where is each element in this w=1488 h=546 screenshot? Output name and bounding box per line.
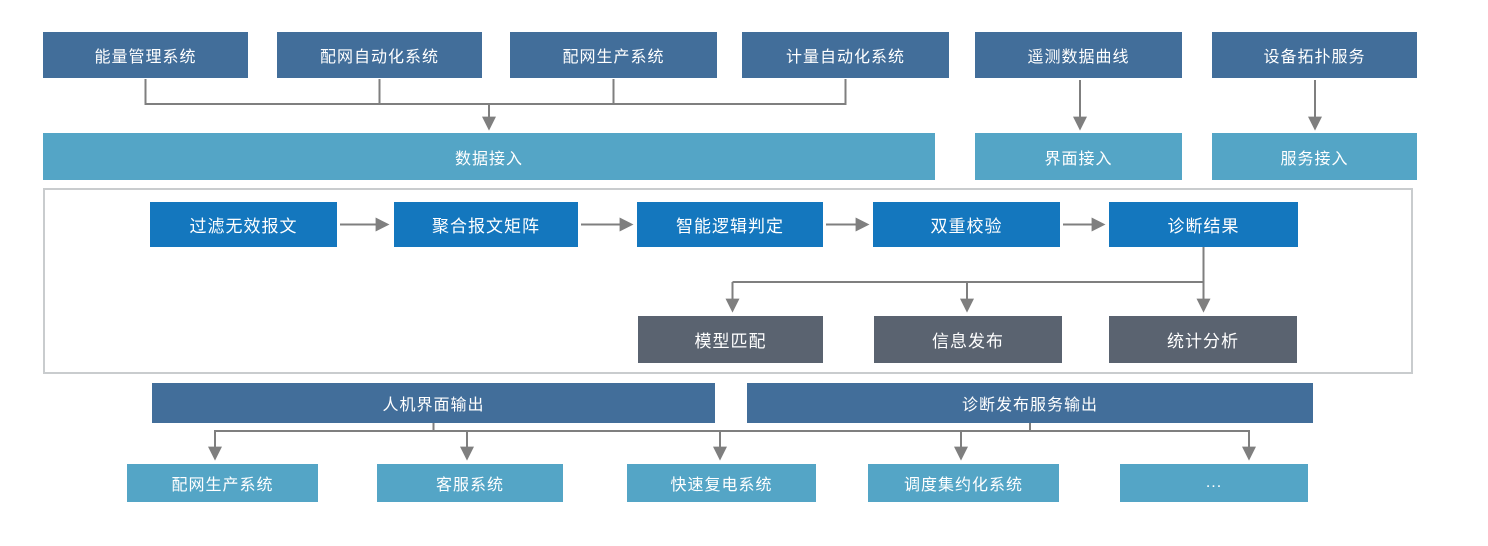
pipeline-step-diagnosis-result: 诊断结果	[1109, 202, 1298, 247]
connector-sources-merge	[144, 79, 847, 105]
source-box-energy-management: 能量管理系统	[43, 32, 248, 78]
output-box-diagnosis-publish-service: 诊断发布服务输出	[747, 383, 1313, 423]
analysis-box-model-matching: 模型匹配	[638, 316, 823, 363]
pipeline-step-intelligent-logic-judgment: 智能逻辑判定	[637, 202, 823, 247]
analysis-box-info-publishing: 信息发布	[874, 316, 1062, 363]
pipeline-step-double-verification: 双重校验	[873, 202, 1060, 247]
ui-access-box: 界面接入	[975, 133, 1182, 180]
consumer-box-distribution-production: 配网生产系统	[127, 464, 318, 502]
connector-output-branch	[214, 423, 1250, 432]
source-box-device-topology-service: 设备拓扑服务	[1212, 32, 1417, 78]
output-box-hmi-output: 人机界面输出	[152, 383, 715, 423]
source-box-metering-automation: 计量自动化系统	[742, 32, 949, 78]
service-access-box: 服务接入	[1212, 133, 1417, 180]
pipeline-step-aggregate-message-matrix: 聚合报文矩阵	[394, 202, 578, 247]
source-box-distribution-production: 配网生产系统	[510, 32, 717, 78]
pipeline-step-filter-invalid-messages: 过滤无效报文	[150, 202, 337, 247]
source-box-telemetry-data-curve: 遥测数据曲线	[975, 32, 1182, 78]
analysis-box-statistical-analysis: 统计分析	[1109, 316, 1297, 363]
consumer-box-customer-service: 客服系统	[377, 464, 563, 502]
diagnosis-engine-container	[43, 188, 1413, 374]
data-access-bar: 数据接入	[43, 133, 935, 180]
source-box-distribution-automation: 配网自动化系统	[277, 32, 482, 78]
consumer-box-dispatch-centralization: 调度集约化系统	[868, 464, 1059, 502]
consumer-box-rapid-power-restoration: 快速复电系统	[627, 464, 816, 502]
consumer-box-more: ...	[1120, 464, 1308, 502]
